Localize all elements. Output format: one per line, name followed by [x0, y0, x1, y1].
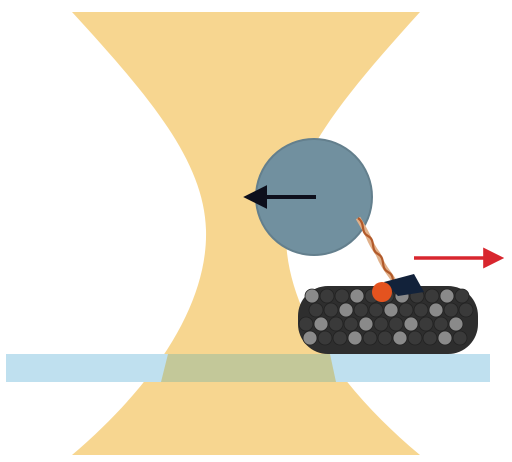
microtubule-subunit	[303, 331, 317, 345]
microtubule-subunit	[444, 303, 458, 317]
microtubule-subunit	[344, 317, 358, 331]
microtubule-subunit	[350, 289, 364, 303]
beam-coverslip-overlap	[161, 354, 336, 382]
microtubule-subunit	[378, 331, 392, 345]
microtubule-subunit	[299, 317, 313, 331]
microtubule-subunit	[354, 303, 368, 317]
microtubule-subunit	[329, 317, 343, 331]
microtubule-subunit	[429, 303, 443, 317]
microtubule-subunit	[363, 331, 377, 345]
microtubule-subunit	[324, 303, 338, 317]
microtubule-subunit	[335, 289, 349, 303]
microtubule-subunit	[408, 331, 422, 345]
microtubule-subunit	[423, 331, 437, 345]
microtubule-subunit	[399, 303, 413, 317]
microtubule-subunit	[374, 317, 388, 331]
microtubule-subunit	[425, 289, 439, 303]
microtubule-subunit	[333, 331, 347, 345]
microtubule-subunit	[459, 303, 473, 317]
microtubule-subunit	[434, 317, 448, 331]
microtubule-subunit	[320, 289, 334, 303]
microtubule-subunit	[393, 331, 407, 345]
microtubule-subunit	[389, 317, 403, 331]
microtubule-subunit	[453, 331, 467, 345]
microtubule-subunit	[339, 303, 353, 317]
microtubule-subunit	[314, 317, 328, 331]
microtubule-subunit	[449, 317, 463, 331]
microtubule-subunit	[309, 303, 323, 317]
microtubule-subunit	[348, 331, 362, 345]
microtubule-subunit	[419, 317, 433, 331]
microtubule-subunit	[318, 331, 332, 345]
microtubule-subunit	[359, 317, 373, 331]
microtubule-subunit	[305, 289, 319, 303]
microtubule-subunit	[404, 317, 418, 331]
microtubule-subunit	[455, 289, 469, 303]
dna-tether-icon	[358, 218, 398, 288]
microtubule-subunit	[414, 303, 428, 317]
microtubule-subunit	[440, 289, 454, 303]
microtubule-subunit	[369, 303, 383, 317]
microtubule-subunit	[384, 303, 398, 317]
microtubule-subunit	[438, 331, 452, 345]
